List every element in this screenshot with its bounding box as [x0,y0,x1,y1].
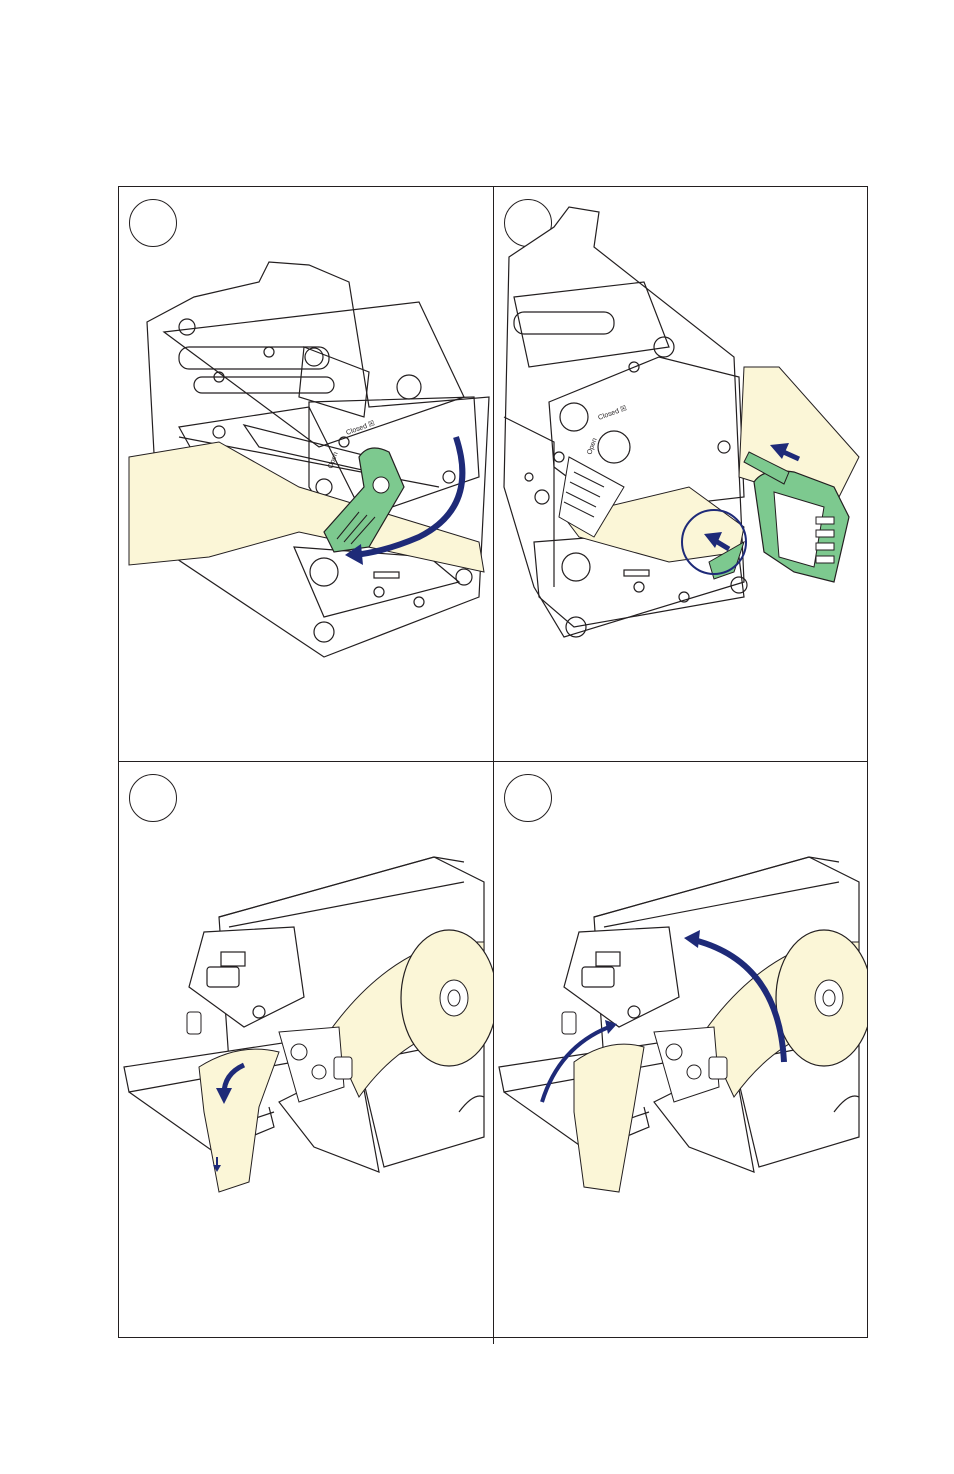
step-panel-1: Closed ☒ Open [119,187,493,761]
platen-lever-illustration: Closed ☒ Open [119,187,493,761]
step-panel-3 [119,762,493,1337]
step-panel-4 [494,762,867,1337]
media-routing-illustration [494,762,867,1337]
media-loading-illustration [119,762,493,1337]
media-roll-icon [776,930,867,1066]
printhead-illustration: Closed ☒ Open [494,187,867,761]
step-panel-2: Closed ☒ Open [494,187,867,761]
media-roll-icon [401,930,493,1066]
